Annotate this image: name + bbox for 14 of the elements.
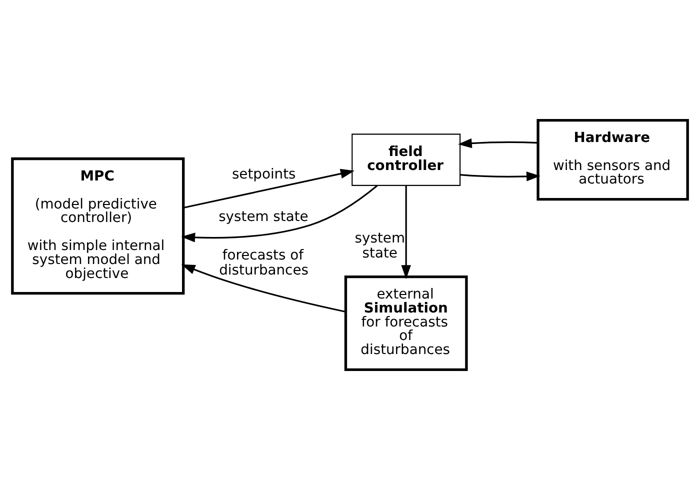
edge-label: system state — [218, 209, 308, 226]
node-box: Hardware with sensors and actuators — [536, 118, 689, 201]
arrow — [181, 264, 346, 312]
node-box: external Simulation for forecasts of disturbances — [344, 275, 468, 372]
arrow — [183, 168, 354, 209]
edge-label: system state — [354, 230, 405, 262]
node-box: MPC (model predictive controller) with simple internal system model and objective — [11, 157, 185, 295]
arrow — [460, 172, 540, 182]
arrow — [401, 186, 411, 280]
node-box: field controller — [352, 134, 461, 186]
arrow — [181, 185, 378, 242]
arrow — [458, 138, 538, 148]
edge-label: forecasts of disturbances — [219, 248, 308, 279]
edge-label: setpoints — [232, 166, 296, 182]
